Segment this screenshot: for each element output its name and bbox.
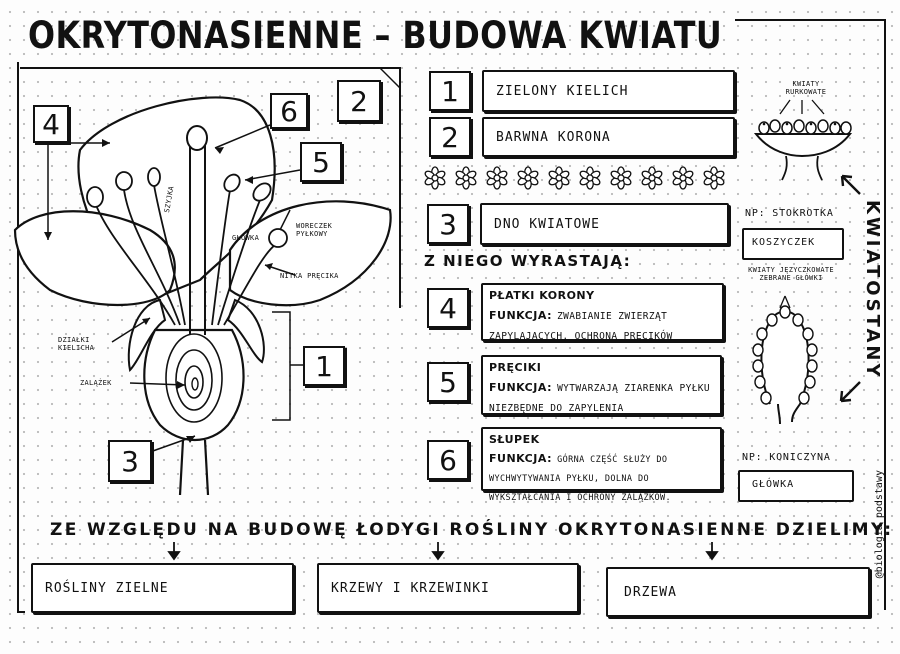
stem [178,439,210,496]
organ-box-6: SŁUPEK FUNKCJA: GÓRNA CZĘŚĆ SŁUŻY DO WYC… [481,427,722,503]
page-title: OKRYTONASIENNE – BUDOWA KWIATU [28,14,723,57]
part-num-2: 2 [429,117,471,157]
part-text-1: ZIELONY KIELICH [496,84,629,99]
label-rurkowate: KWIATY RURKOWATE [785,80,827,97]
part-num-3: 3 [427,204,469,244]
part-num-1: 1 [429,71,471,111]
organ-name-4: PŁATKI KORONY [489,289,595,302]
stigma [186,125,208,151]
division-1: ROŚLINY ZIELNE [45,581,169,596]
example-2-box: GŁÓWKA [738,470,854,502]
organ-func-label-4: FUNKCJA: [489,309,552,322]
daisy-icon [548,166,570,190]
organ-name-6: SŁUPEK [489,433,540,446]
callout-5: 5 [300,142,342,182]
organ-box-5: PRĘCIKI FUNKCJA: WYTWARZAJĄ ZIARENKA PYŁ… [481,355,722,415]
label-jezyczkowate: KWIATY JĘZYCZKOWATE ZEBRANE GŁÓWKI [748,266,834,283]
label-dzialki: DZIAŁKI KIELICHA [58,336,95,353]
daisy-icon [455,166,477,190]
diagram-frame [20,67,401,308]
style [189,145,206,335]
grows-heading: Z NIEGO WYRASTAJĄ: [424,252,632,270]
callout-1: 1 [303,346,345,386]
daisy-icon [641,166,663,190]
organ-func-5: WYTWARZAJĄ ZIARENKA PYŁKU NIEZBĘDNE DO Z… [489,383,711,414]
arrow-upleft [840,174,861,195]
label-woreczek: WORECZEK PYŁKOWY [296,222,333,239]
organ-num-6: 6 [427,440,469,480]
division-text: ZE WZGLĘDU NA BUDOWĘ ŁODYGI ROŚLINY OKRY… [50,520,894,540]
label-zalazek: ZALĄŻEK [80,379,112,387]
organ-func-label-6: FUNKCJA: [489,452,552,465]
callout-4: 4 [33,105,69,143]
daisy-icon [424,166,446,190]
sepal-right [226,298,265,364]
daisy-icon [610,166,632,190]
stamens [95,184,276,326]
label-glowka: GŁÓWKA [232,234,260,242]
organ-func-label-5: FUNKCJA: [489,381,552,394]
label-nitka: NITKA PRĘCIKA [280,272,339,280]
part-box-3: DNO KWIATOWE [480,203,729,245]
division-2: KRZEWY I KRZEWINKI [331,581,490,596]
arrow-downleft [839,381,861,403]
callout-6: 6 [270,93,308,129]
flower-diagram [13,67,401,496]
example-1-box: KOSZYCZEK [742,228,844,260]
division-box-1: ROŚLINY ZIELNE [31,563,294,613]
daisy-icon [486,166,508,190]
organ-box-4: PŁATKI KORONY FUNKCJA: ZWABIANIE ZWIERZĄ… [481,283,724,342]
inflorescence-title: KWIATOSTANY [862,200,883,380]
petal-right [228,200,392,307]
organ-name-5: PRĘCIKI [489,361,542,374]
example-1-label: NP: STOKROTKA [745,208,834,219]
organ-num-5: 5 [427,362,469,402]
organ-num-4: 4 [427,288,469,328]
koszyczek-drawing [753,99,853,181]
example-1-type: KOSZYCZEK [752,237,816,248]
part-box-1: ZIELONY KIELICH [482,70,735,112]
petal-left [13,210,176,307]
part-text-3: DNO KWIATOWE [494,217,600,232]
part-text-2: BARWNA KORONA [496,130,611,145]
organ-func-6: GÓRNA CZĘŚĆ SŁUŻY DO WYCHWYTYWANIA PYŁKU… [489,455,672,504]
daisy-icon [579,166,601,190]
decorative-flowers [424,166,725,190]
glowka-drawing [752,295,818,425]
part-box-2: BARWNA KORONA [482,117,735,157]
daisy-icon [672,166,694,190]
ovary [143,328,245,442]
daisy-icon [703,166,725,190]
division-3: DRZEWA [624,585,677,600]
division-box-2: KRZEWY I KRZEWINKI [317,563,579,613]
division-box-3: DRZEWA [606,567,870,617]
division-arrows [167,542,719,561]
callout-3: 3 [108,440,152,482]
daisy-icon [517,166,539,190]
organ-func-4: ZWABIANIE ZWIERZĄT ZAPYLAJĄCYCH, OCHRONA… [489,311,673,342]
example-2-label: NP: KONICZYNA [742,452,831,463]
example-2-type: GŁÓWKA [752,479,795,490]
callout-2: 2 [337,80,381,122]
